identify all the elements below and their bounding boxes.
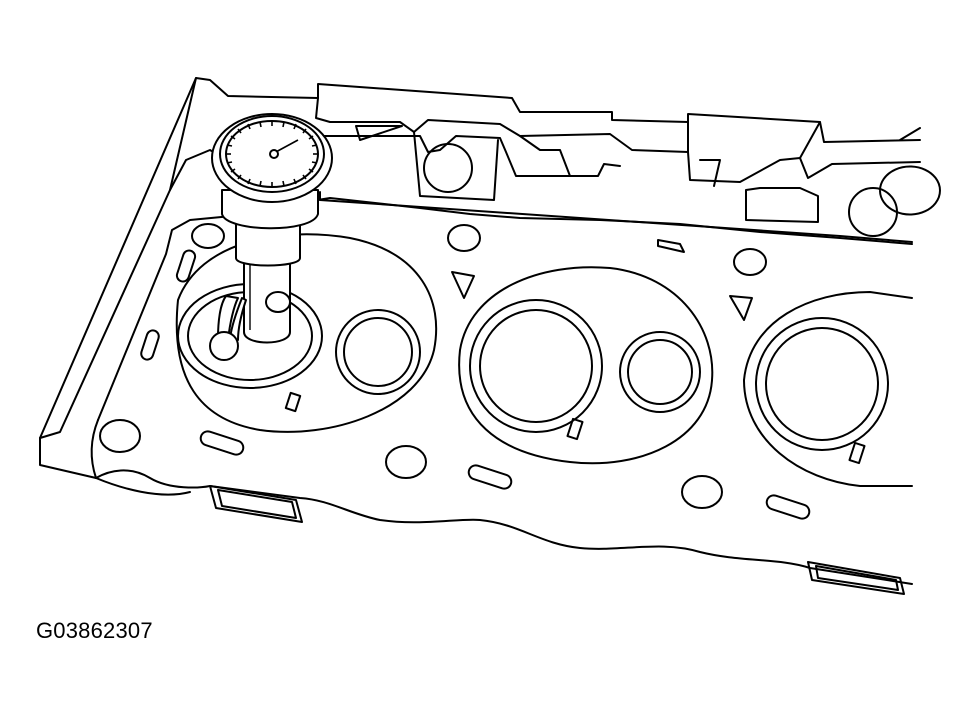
cylinder-bore-2 [458,266,714,465]
front-edge-plates [209,485,905,595]
head-gasket-face [90,197,913,585]
dial-needle [273,139,299,154]
gasket-holes [99,223,811,520]
cylinder-bore-3 [743,291,913,487]
dial-tick-marks [226,121,318,187]
head-upper-structure [39,77,941,479]
dial-gauge-icon [209,113,333,361]
figure-code-label: G03862307 [36,618,153,643]
cylinder-bore-1 [175,233,438,433]
